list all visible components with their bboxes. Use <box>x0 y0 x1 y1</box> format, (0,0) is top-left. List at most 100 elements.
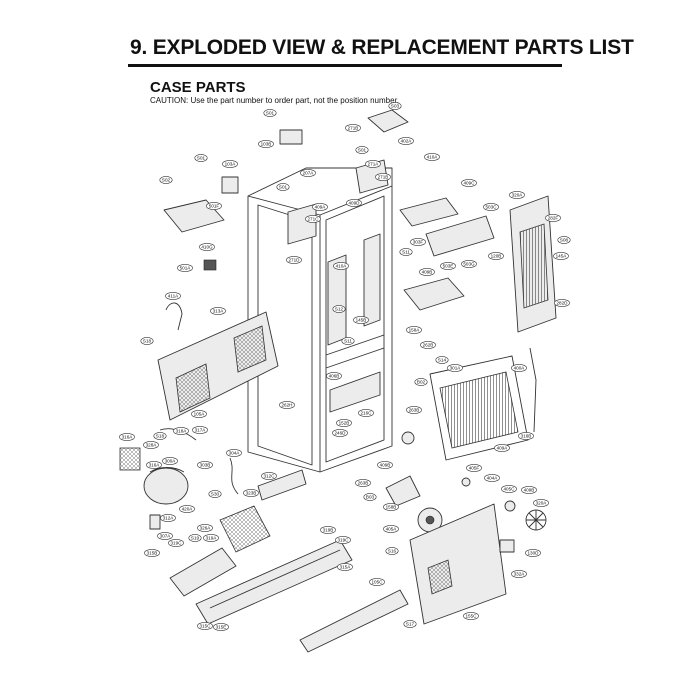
cabinet-outline <box>247 167 393 473</box>
callout-s11: S11 <box>341 337 355 345</box>
callout-label: 271D <box>289 258 301 263</box>
callout-s02: S02 <box>159 176 173 184</box>
callout-300a: 300A <box>162 457 178 465</box>
callout-318a: 318A <box>173 427 189 435</box>
callout-316b: 316B <box>518 432 534 440</box>
callout-bubble <box>203 534 219 542</box>
callout-405c: 405C <box>501 485 517 493</box>
callout-bubble <box>525 549 541 557</box>
capacitor-312a <box>149 514 161 530</box>
callout-label: 304A <box>229 451 241 456</box>
callout-bubble <box>263 109 277 117</box>
callout-105c: 105C <box>369 578 385 586</box>
callout-409b: 409B <box>521 486 537 494</box>
callout-label: 323B <box>246 491 257 496</box>
callout-326a: 326A <box>197 524 213 532</box>
callout-label: 319C <box>338 538 350 543</box>
callout-label: 315A <box>340 565 352 570</box>
callout-s17: S17 <box>403 620 417 628</box>
callout-bubble <box>383 503 399 511</box>
callout-bubble <box>191 410 207 418</box>
callout-bubble <box>276 183 290 191</box>
callout-312c: 312C <box>261 472 277 480</box>
callout-label: 207A <box>303 171 315 176</box>
callout-bubble <box>435 356 449 364</box>
callout-s03: S03 <box>388 102 402 110</box>
callout-label: 307A <box>160 534 172 539</box>
callout-s30: S30 <box>208 490 222 498</box>
callout-label: S18 <box>143 339 152 344</box>
callout-bubble <box>333 262 349 270</box>
callout-label: 271B <box>348 126 359 131</box>
title-underline <box>128 64 562 67</box>
callout-400a: 400A <box>511 364 527 372</box>
callout-282f: 282F <box>545 214 561 222</box>
cap-103a <box>221 176 239 194</box>
callout-label: 501F <box>209 204 220 209</box>
callout-label: 282F <box>548 216 559 221</box>
callout-bubble <box>466 464 482 472</box>
callout-b02: B02 <box>414 378 428 386</box>
callout-319c: 319C <box>335 536 351 544</box>
cabinet-interior <box>325 195 385 463</box>
callout-label: 405F <box>469 466 480 471</box>
callout-317a: 317A <box>192 426 208 434</box>
callout-307a: 307A <box>157 532 173 540</box>
callout-319a: 319A <box>203 534 219 542</box>
callout-label: 262H <box>282 403 293 408</box>
callout-bubble <box>197 622 213 630</box>
callout-320a: 320A <box>533 499 549 507</box>
evaporator-frame <box>429 355 529 461</box>
callout-label: 120B <box>491 254 502 259</box>
callout-bubble <box>353 316 369 324</box>
callout-bubble <box>399 248 413 256</box>
shelf-158a <box>403 277 465 311</box>
callout-130d: 130D <box>525 549 541 557</box>
callout-bubble <box>320 526 336 534</box>
callout-bubble <box>461 179 477 187</box>
callout-label: S11 <box>344 339 352 344</box>
callout-bubble <box>177 264 193 272</box>
callout-bubble <box>518 432 534 440</box>
rear-cover-155c <box>409 503 507 625</box>
callout-409b: 409B <box>377 461 393 469</box>
callout-bubble <box>398 137 414 145</box>
callout-bubble <box>385 547 399 555</box>
right-rail <box>363 233 381 327</box>
callout-bubble <box>286 256 302 264</box>
fan-motor-263b <box>401 431 415 445</box>
caution-note: CAUTION: Use the part number to order pa… <box>150 96 400 105</box>
callout-bubble <box>326 372 342 380</box>
callout-315b: 315B <box>144 549 160 557</box>
callout-bubble <box>153 432 167 440</box>
callout-bubble <box>345 124 361 132</box>
callout-label: 145B <box>356 318 367 323</box>
hinge-bracket <box>287 203 317 245</box>
callout-bubble <box>553 252 569 260</box>
callout-304a: 304A <box>226 449 242 457</box>
callout-271c: 271C <box>305 215 321 223</box>
callout-label: 315B <box>147 551 158 556</box>
callout-label: 303B <box>200 463 211 468</box>
callout-bubble <box>483 203 499 211</box>
callout-bubble <box>199 243 215 251</box>
callout-label: 319C <box>171 541 183 546</box>
duct-503e <box>425 215 495 257</box>
callout-label: 313A <box>213 309 225 314</box>
callout-label: 303F <box>413 240 424 245</box>
callout-bubble <box>179 505 195 513</box>
callout-282d: 282D <box>554 299 570 307</box>
callout-s01: S01 <box>263 109 277 117</box>
callout-label: S30 <box>211 492 220 497</box>
callout-label: S12 <box>335 307 344 312</box>
callout-120b: 120B <box>488 252 504 260</box>
callout-label: 300A <box>165 459 177 464</box>
callout-bubble <box>258 140 274 148</box>
callout-label: 332A <box>514 572 526 577</box>
callout-label: 411A <box>168 294 179 299</box>
callout-301a: 301A <box>447 364 463 372</box>
callout-315c: 315C <box>197 622 213 630</box>
callout-bubble <box>197 524 213 532</box>
base-bracket-315b <box>169 547 237 597</box>
callout-label: 503E <box>443 264 454 269</box>
